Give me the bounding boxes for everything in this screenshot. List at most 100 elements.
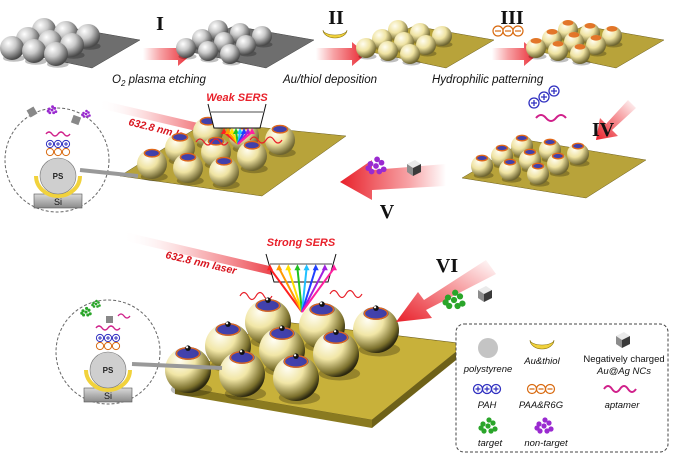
sphere xyxy=(22,39,46,63)
non-target-molecule xyxy=(81,109,91,118)
molecule-lobe xyxy=(81,113,84,117)
molecule-lobe xyxy=(546,420,552,426)
molecule-lobe xyxy=(536,421,542,427)
nc-highlight xyxy=(279,326,283,329)
step-3-arrow: III Hydrophilic patterning xyxy=(432,7,544,86)
inset-weak: Si PS xyxy=(4,105,139,213)
paa-ring xyxy=(111,341,121,351)
sphere-cap-ring xyxy=(531,162,545,170)
molecule-lobe xyxy=(91,303,94,307)
sphere xyxy=(547,153,569,175)
molecule-lobe xyxy=(46,109,50,113)
sers-ray-head xyxy=(229,128,235,134)
legend-non-target: non-target xyxy=(524,438,568,449)
sphere-cap xyxy=(179,153,197,162)
step-6-arrow: VI xyxy=(396,255,496,322)
step-4-numeral: IV xyxy=(592,119,615,141)
nc-highlight xyxy=(239,350,243,353)
sphere-cap xyxy=(551,153,565,160)
sphere-cap xyxy=(546,29,558,35)
sers-ray xyxy=(301,268,317,313)
sphere xyxy=(400,44,420,64)
weak-sers-detector: Weak SERS xyxy=(195,92,283,146)
molecule-lobe xyxy=(544,428,550,434)
pah-plus xyxy=(64,142,68,146)
au-ag-nc-cube-icon xyxy=(407,160,421,176)
sphere-cap-ring xyxy=(215,156,233,166)
molecule-lobe xyxy=(86,115,89,118)
nc-highlight xyxy=(225,322,229,325)
sphere-cap xyxy=(562,20,574,26)
sphere-cap xyxy=(495,145,509,152)
sphere xyxy=(198,41,218,61)
molecule-lobe xyxy=(378,159,385,166)
ps-label-1: PS xyxy=(53,172,64,181)
molecule-lobe xyxy=(94,302,98,306)
legend-pah: PAH xyxy=(478,400,497,411)
molecule-lobe xyxy=(454,302,461,310)
molecule-lobe xyxy=(85,109,88,113)
molecule-lobe xyxy=(51,105,54,109)
molecule-lobe xyxy=(442,299,449,306)
molecule-lobe xyxy=(456,293,464,300)
sphere-cap-ring xyxy=(543,138,557,146)
sers-ray-head xyxy=(233,128,239,134)
sphere-cap xyxy=(568,32,580,38)
sphere xyxy=(44,42,68,66)
pah-plus xyxy=(106,336,110,340)
pah-plus xyxy=(114,336,118,340)
sphere-cap-ring xyxy=(523,148,537,156)
sphere xyxy=(209,157,239,187)
legend-polystyrene-icon xyxy=(478,338,498,358)
molecule-lobe xyxy=(87,111,90,114)
sphere xyxy=(471,155,493,177)
sphere-cap xyxy=(323,331,349,344)
ps-sphere-2 xyxy=(89,351,127,389)
panel-gold-coated-spheres xyxy=(356,20,495,69)
sphere xyxy=(265,125,295,155)
sers-ray-head xyxy=(267,264,273,271)
legend-polystyrene: polystyrene xyxy=(463,364,513,375)
step-4-arrow: IV xyxy=(528,85,636,141)
sphere-cap-ring xyxy=(475,154,489,162)
sphere xyxy=(220,44,240,64)
sphere-cap xyxy=(215,157,233,166)
sphere-cap xyxy=(606,26,618,32)
sers-ray-head xyxy=(245,128,251,134)
molecule-lobe xyxy=(96,305,99,308)
sers-ray xyxy=(269,267,303,313)
target-molecule xyxy=(80,306,92,317)
sphere-cap xyxy=(243,141,261,150)
step-3-numeral: III xyxy=(500,7,524,29)
sphere xyxy=(137,149,167,179)
nc-particle xyxy=(333,329,339,335)
sers-ray-head xyxy=(321,264,328,271)
step-6-numeral: VI xyxy=(436,255,458,277)
sers-ray xyxy=(278,267,303,313)
aptamer-strand xyxy=(117,313,131,319)
nc-highlight xyxy=(265,298,269,301)
legend-target: target xyxy=(478,438,503,449)
sphere-cap xyxy=(503,159,517,166)
sphere xyxy=(548,41,568,61)
molecule-lobe xyxy=(492,426,498,432)
molecule-lobe xyxy=(47,107,51,111)
legend-au-thiol: Au&thiol xyxy=(523,356,560,367)
sphere-cap xyxy=(271,125,289,134)
sphere-cap xyxy=(363,307,389,320)
legend-au-thiol-icon xyxy=(529,339,555,350)
sphere xyxy=(378,41,398,61)
sphere-cap xyxy=(255,299,281,312)
strong-sers-label: Strong SERS xyxy=(267,237,336,249)
sphere xyxy=(586,35,606,55)
molecule-lobe xyxy=(87,308,91,312)
molecule-lobe xyxy=(52,111,56,115)
sphere-cap-ring xyxy=(171,132,189,142)
molecule-lobe xyxy=(82,111,85,115)
sers-ray-head xyxy=(237,128,243,134)
nc-particle xyxy=(185,345,191,351)
step-2-arrow: II Au/thiol deposition xyxy=(282,7,377,86)
molecule-lobe xyxy=(86,313,90,317)
laser-beam-strong: 632.8 nm laser xyxy=(122,232,278,277)
nc-particle xyxy=(279,325,285,331)
